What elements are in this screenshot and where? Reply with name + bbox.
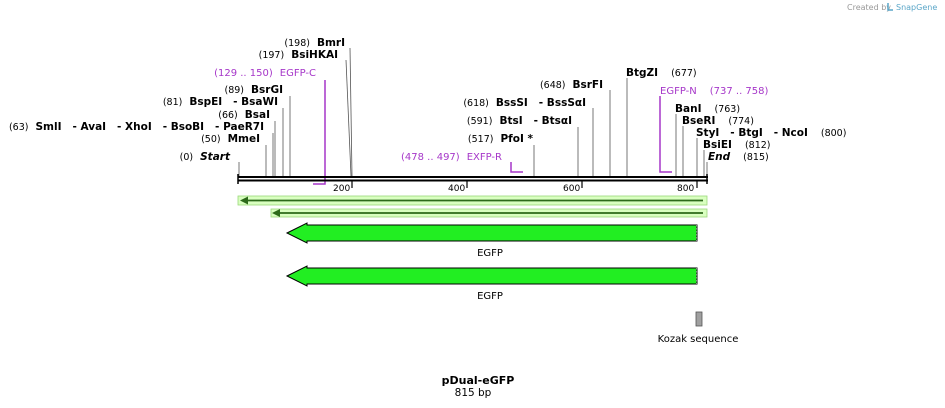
feature-egfp-2[interactable]: EGFP	[285, 265, 698, 302]
site-bani: BanI(763)	[675, 103, 740, 115]
site-bsrgi: (89)BsrGI	[225, 84, 283, 96]
ruler-tick-label: 800	[677, 184, 694, 194]
site-bsihkai: (197)BsiHKAI	[259, 49, 338, 61]
leader-bmri	[349, 47, 353, 177]
feature-kozak[interactable]: Kozak sequence	[658, 311, 739, 345]
snapgene-logo-icon	[887, 3, 893, 11]
feature-egfp-2-label: EGFP	[477, 291, 503, 302]
snapgene-credit: Created by SnapGene	[847, 3, 937, 12]
site-btgzi: BtgZI(677)	[626, 67, 697, 79]
primer-labels: (129 .. 150)EGFP-C (478 .. 497)EXFP-R EG…	[214, 68, 768, 163]
site-btsi: (591)BtsI - BtsαI	[467, 115, 572, 127]
site-start: (0)Start	[180, 151, 231, 163]
primer-exfp-r-bracket	[510, 162, 523, 173]
site-end: End(815)	[708, 151, 769, 163]
site-bmri: (198)BmrI	[284, 37, 345, 49]
site-bsrfi: (648)BsrFI	[540, 79, 603, 91]
primer-exfp-r: (478 .. 497)EXFP-R	[401, 152, 502, 163]
leader-bsihkai	[345, 59, 352, 177]
site-bsssi: (618)BssSI - BssSαI	[463, 97, 586, 109]
site-mmei: (50)MmeI	[201, 133, 260, 145]
orf-arrow-head	[240, 196, 248, 205]
feature-egfp-1[interactable]: EGFP	[285, 222, 698, 259]
sequence-length: 815 bp	[455, 387, 492, 399]
site-bsai: (66)BsaI	[218, 109, 270, 121]
feature-kozak-label: Kozak sequence	[658, 334, 739, 345]
credit-brand: SnapGene	[896, 3, 937, 12]
credit-prefix: Created by	[847, 3, 891, 12]
primer-egfp-c: (129 .. 150)EGFP-C	[214, 68, 316, 79]
site-styi: StyI - BtgI - NcoI(800)	[696, 127, 846, 139]
site-bspei: (81)BspEI - BsaWI	[163, 96, 278, 108]
primer-brackets	[313, 80, 672, 185]
primer-egfp-c-bracket	[313, 80, 326, 185]
primer-egfp-n: EGFP-N(737 .. 758)	[660, 86, 769, 97]
ruler-tick-label: 600	[563, 184, 580, 194]
sequence-ruler: 200 400 600 800	[237, 174, 708, 194]
feature-egfp-1-label: EGFP	[477, 248, 503, 259]
site-leader-lines	[238, 47, 708, 177]
site-bseri: BseRI(774)	[682, 115, 754, 127]
orf-arrow-head	[272, 209, 280, 217]
orf-lines	[237, 195, 708, 218]
site-pfoi: (517)PfoI *	[468, 133, 534, 145]
primer-egfp-n-bracket	[659, 96, 672, 173]
site-bsiei: BsiEI(812)	[703, 139, 770, 151]
site-smli: (63)SmlI - AvaI - XhoI - BsoBI - PaeR7I	[9, 121, 264, 133]
enzyme-site-labels: (0)Start (50)MmeI (63)SmlI - AvaI - XhoI…	[9, 37, 846, 163]
ruler-tick-label: 200	[333, 184, 350, 194]
ruler-tick-label: 400	[448, 184, 465, 194]
sequence-name: pDual-eGFP	[442, 374, 515, 387]
